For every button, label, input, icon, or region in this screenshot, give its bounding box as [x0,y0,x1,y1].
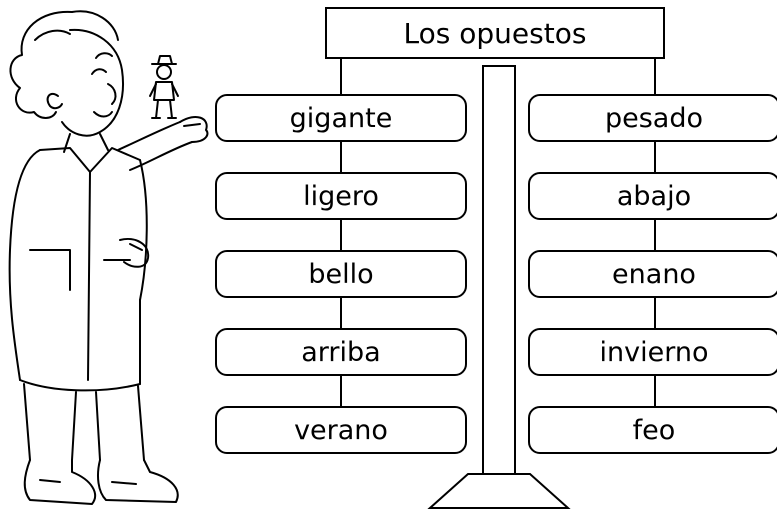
right-word-box: pesado [528,94,777,142]
right-word-box: feo [528,406,777,454]
word-label: feo [632,414,676,446]
word-label: invierno [599,336,709,368]
left-word-box: bello [215,250,467,298]
word-label: arriba [301,336,381,368]
pole-base [427,473,571,509]
title-box: Los opuestos [325,7,665,59]
left-word-box: ligero [215,172,467,220]
center-pole [482,65,516,475]
word-label: pesado [604,102,704,134]
left-word-box: arriba [215,328,467,376]
right-word-box: enano [528,250,777,298]
word-label: bello [308,258,374,290]
word-label: verano [294,414,388,446]
word-label: abajo [616,180,692,212]
word-label: enano [612,258,696,290]
giant-illustration [8,10,209,505]
word-label: gigante [289,102,393,134]
right-word-box: invierno [528,328,777,376]
left-word-box: gigante [215,94,467,142]
right-word-box: abajo [528,172,777,220]
page-title: Los opuestos [403,16,587,50]
left-word-box: verano [215,406,467,454]
word-label: ligero [303,180,379,212]
